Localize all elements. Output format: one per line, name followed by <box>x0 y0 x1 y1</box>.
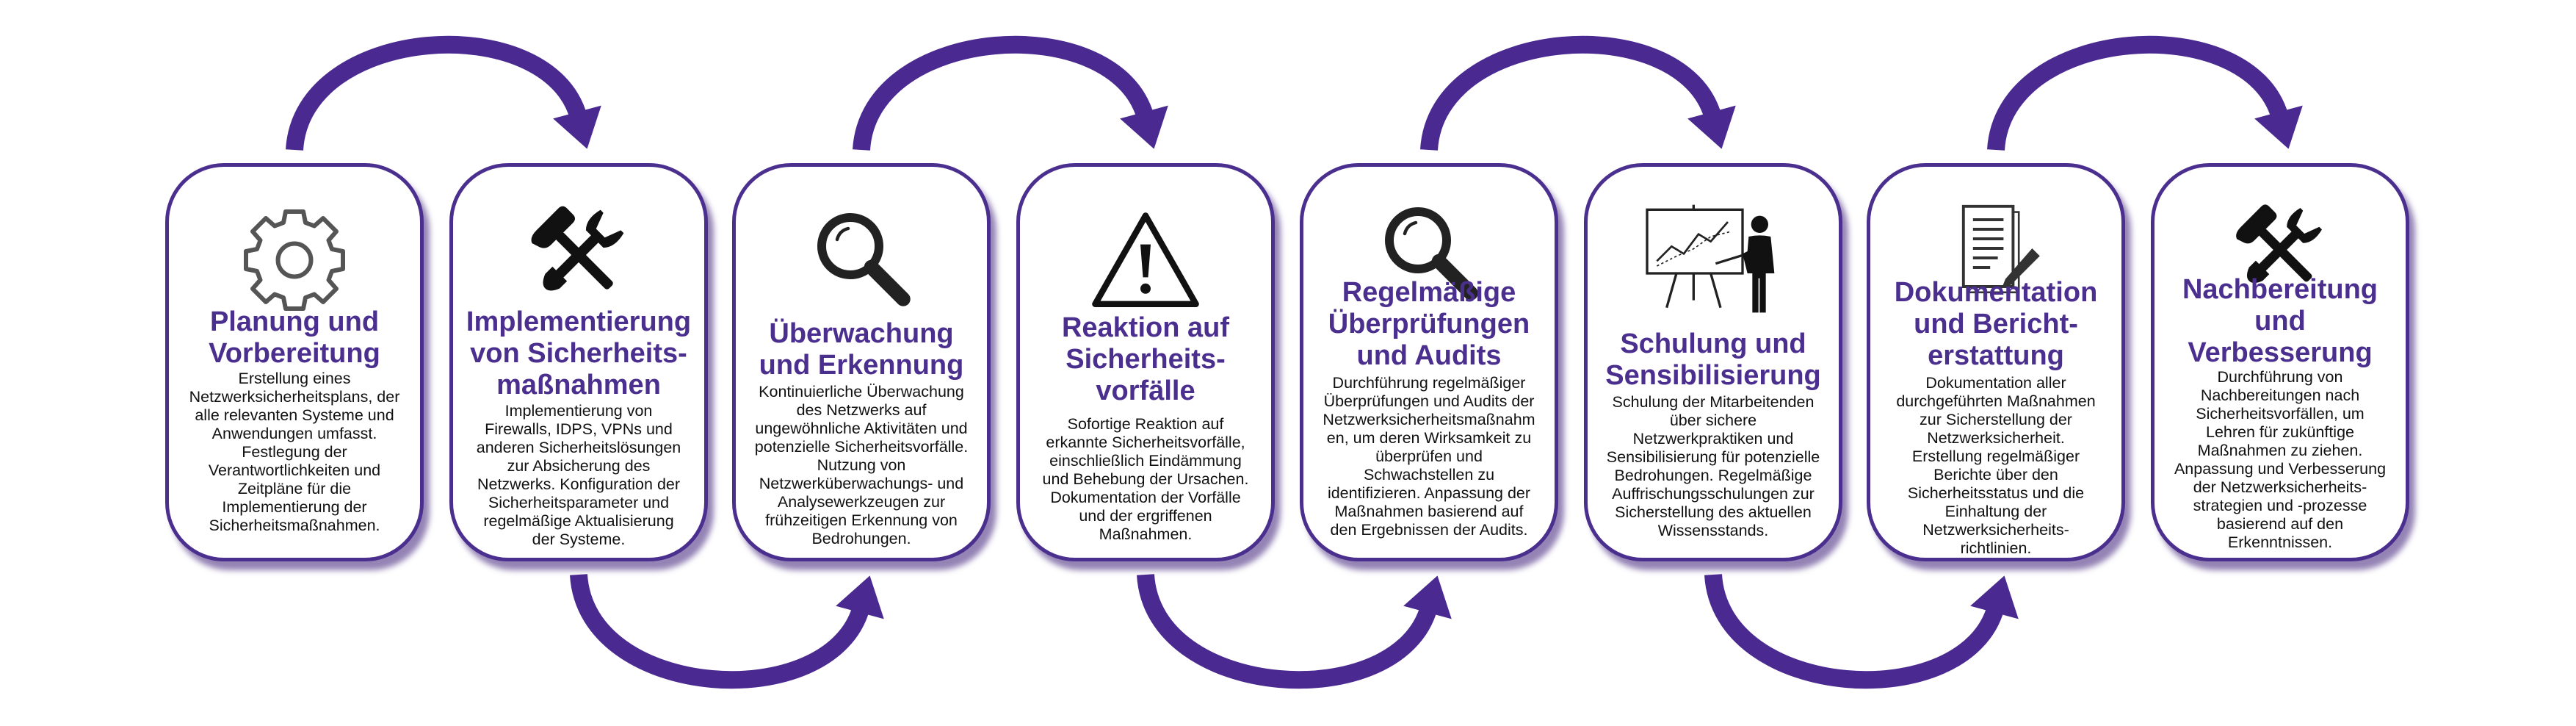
step-description: Dokumentation aller durchgeführten Maßna… <box>1896 374 2096 557</box>
step-description: Schulung der Mitarbeitenden über sichere… <box>1606 393 1820 539</box>
step-title: Regelmäßige Überprüfungen und Audits <box>1328 277 1530 371</box>
step-title: Reaktion auf Sicherheits- vorfälle <box>1061 312 1230 406</box>
warning-icon <box>1020 189 1271 328</box>
magnifier-icon <box>1303 189 1555 328</box>
step-description: Implementierung von Firewalls, IDPS, VPN… <box>476 402 681 548</box>
tools-icon <box>2154 189 2406 328</box>
step-title: Implementierung von Sicherheits- maßnahm… <box>466 306 692 400</box>
step-title: Überwachung und Erkennung <box>759 318 964 381</box>
step-card-implementierung: Implementierung von Sicherheits- maßnahm… <box>449 163 708 561</box>
step-description: Sofortige Reaktion auf erkannte Sicherhe… <box>1042 415 1249 543</box>
step-title: Dokumentation und Bericht- erstattung <box>1894 277 2098 371</box>
step-title: Nachbereitung und Verbesserung <box>2182 274 2378 368</box>
arrow-lower-2 <box>570 573 884 689</box>
step-card-ueberwachung: Überwachung und Erkennung Kontinuierlich… <box>732 163 991 561</box>
tools-icon <box>453 189 704 328</box>
step-card-dokumentation: Dokumentation und Bericht- erstattung Do… <box>1867 163 2125 561</box>
document-icon <box>1870 189 2121 328</box>
arrow-upper-7 <box>1987 35 2303 151</box>
arrow-lower-4 <box>1137 573 1452 689</box>
gear-icon <box>169 189 420 328</box>
step-description: Durchführung von Nachbereitungen nach Si… <box>2174 368 2387 551</box>
step-title: Schulung und Sensibilisierung <box>1605 328 1821 391</box>
arrow-upper-3 <box>853 35 1168 151</box>
arrow-upper-5 <box>1420 35 1736 151</box>
arrow-upper-1 <box>286 35 601 151</box>
presentation-icon <box>1588 189 1839 328</box>
step-description: Erstellung eines Netzwerksicherheitsplan… <box>189 370 400 534</box>
step-card-nachbereitung: Nachbereitung und Verbesserung Durchführ… <box>2151 163 2409 561</box>
step-card-schulung: Schulung und Sensibilisierung Schulung d… <box>1584 163 1842 561</box>
step-card-audits: Regelmäßige Überprüfungen und Audits Dur… <box>1300 163 1558 561</box>
step-description: Durchführung regelmäßiger Überprüfungen … <box>1323 374 1535 539</box>
step-description: Kontinuierliche Überwachung des Netzwerk… <box>754 383 969 547</box>
step-card-planung: Planung und Vorbereitung Erstellung eine… <box>165 163 424 561</box>
step-card-reaktion: Reaktion auf Sicherheits- vorfälle Sofor… <box>1016 163 1275 561</box>
magnifier-icon <box>736 189 987 328</box>
arrow-lower-6 <box>1704 573 2019 689</box>
step-title: Planung und Vorbereitung <box>209 306 380 369</box>
